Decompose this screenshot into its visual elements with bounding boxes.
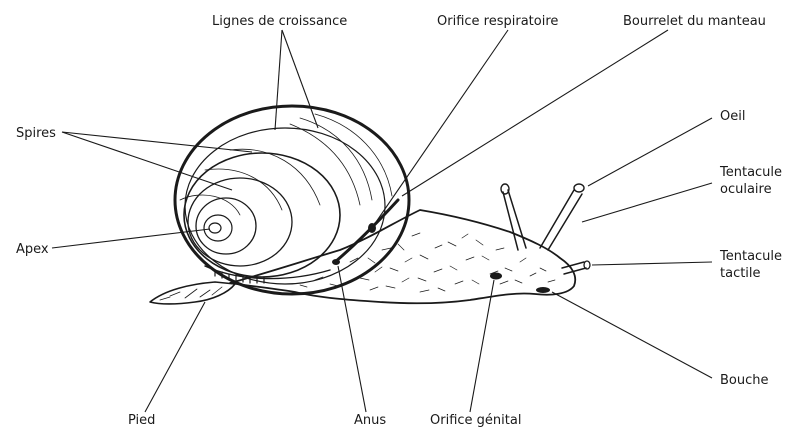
- label-orifice-respiratoire: Orifice respiratoire: [437, 14, 558, 29]
- label-orifice-genital: Orifice génital: [430, 413, 521, 428]
- respiratory-orifice: [368, 223, 376, 233]
- label-anus: Anus: [354, 413, 386, 428]
- label-spires: Spires: [16, 126, 56, 141]
- label-bourrelet-du-manteau: Bourrelet du manteau: [623, 14, 766, 29]
- anus: [332, 259, 340, 265]
- label-tentacule-oculaire-line2: oculaire: [720, 182, 772, 197]
- label-oeil: Oeil: [720, 109, 745, 124]
- eye-left: [501, 184, 509, 194]
- label-apex: Apex: [16, 242, 49, 257]
- label-pied: Pied: [128, 413, 155, 428]
- foot: [150, 282, 235, 304]
- shell: [175, 106, 409, 294]
- leader-lines: [52, 30, 712, 412]
- eye-right: [574, 184, 584, 192]
- label-tentacule-oculaire-line1: Tentacule: [719, 165, 782, 180]
- tentacle-ocular-left: [503, 190, 526, 250]
- label-bouche: Bouche: [720, 373, 769, 388]
- label-tentacule-tactile-line2: tactile: [720, 266, 761, 281]
- body: [230, 210, 575, 303]
- tactile-tip: [584, 261, 590, 269]
- mouth: [536, 287, 550, 293]
- tentacle-ocular-right: [540, 190, 582, 250]
- label-lignes-de-croissance: Lignes de croissance: [212, 14, 347, 29]
- label-tentacule-tactile-line1: Tentacule: [719, 249, 782, 264]
- genital-orifice: [490, 273, 502, 280]
- snail-illustration: [150, 106, 590, 304]
